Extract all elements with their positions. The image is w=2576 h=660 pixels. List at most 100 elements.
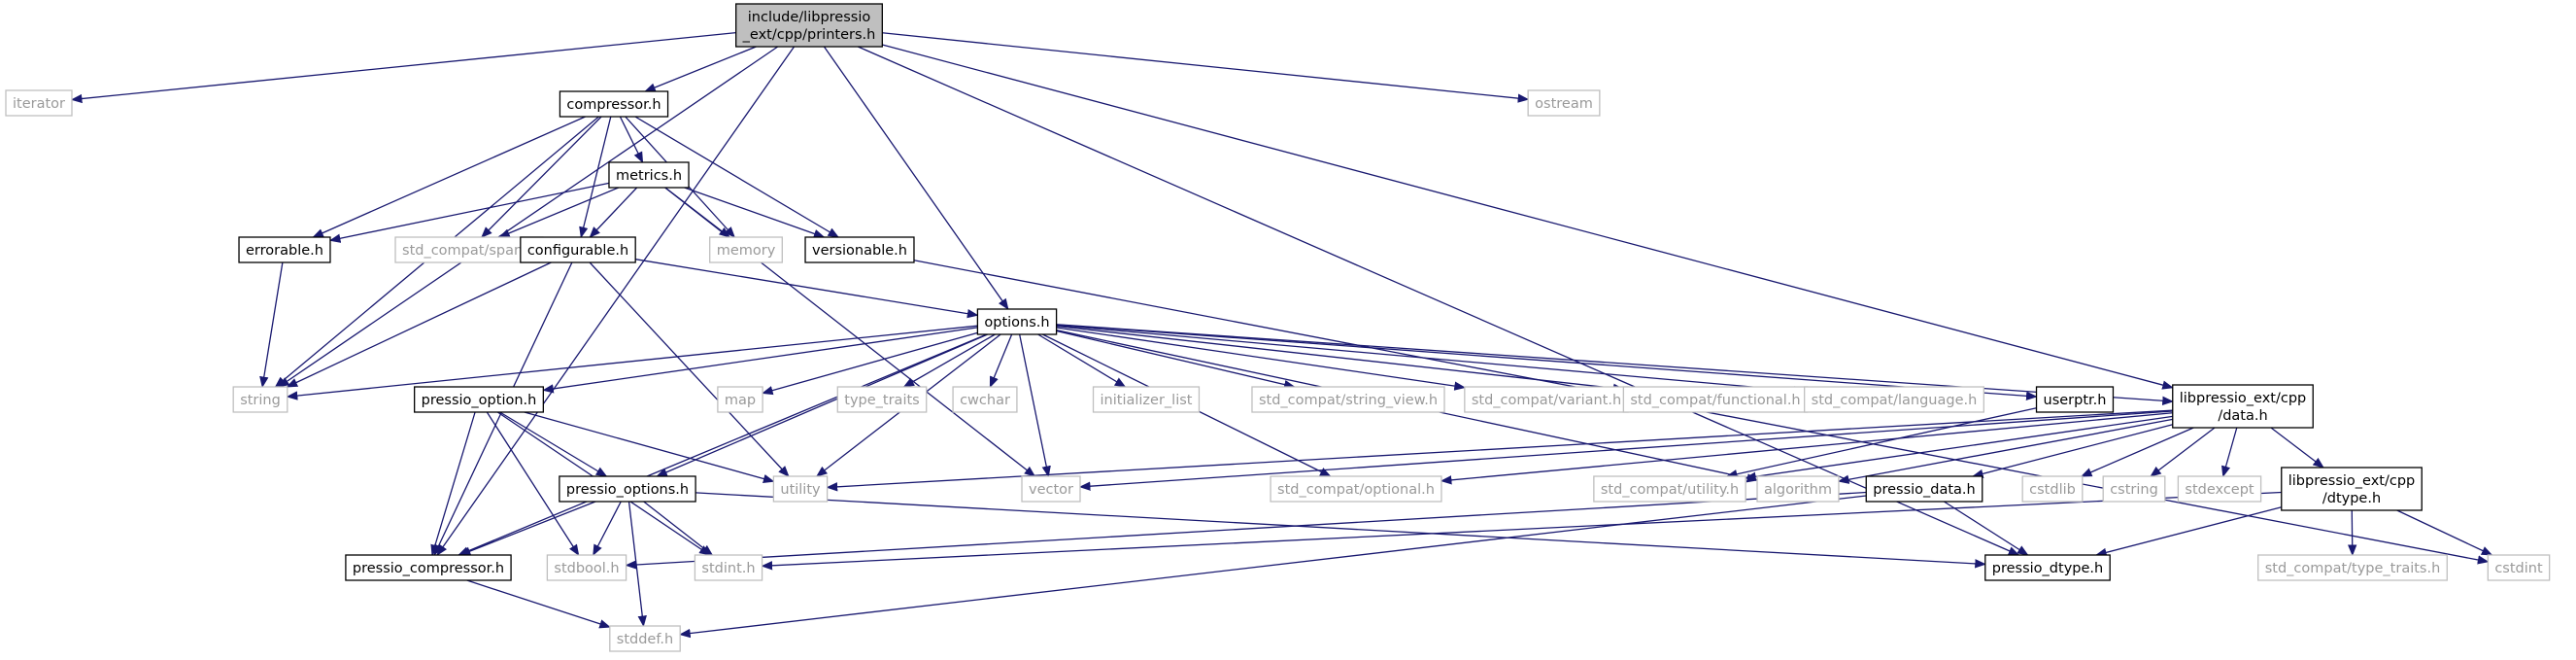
edge-compressor-to-errorable <box>312 116 586 238</box>
edge-options-to-string <box>286 325 978 400</box>
node-pressio-dtype[interactable]: pressio_dtype.h <box>1984 554 2111 581</box>
node-versionable[interactable]: versionable.h <box>804 236 915 263</box>
node-box <box>2257 554 2448 581</box>
edge-printers-to-pressio_compressor <box>436 46 796 556</box>
node-box <box>836 386 928 413</box>
edge-dtype-to-pressio_dtype <box>2095 506 2282 557</box>
node-functional: std_compat/functional.h <box>1622 386 1809 413</box>
edge-pressio_data-to-stdbool <box>625 491 1867 570</box>
edge-pressio_option-to-utility <box>524 411 775 484</box>
edge-printers-to-compressor <box>644 46 757 92</box>
edge-pressio_option-to-pressio_options <box>499 411 608 477</box>
node-utility-h: std_compat/utility.h <box>1593 475 1746 503</box>
node-metrics[interactable]: metrics.h <box>608 161 690 189</box>
edge-compressor-to-metrics <box>619 116 644 164</box>
node-box <box>1865 475 1983 503</box>
node-pressio-data[interactable]: pressio_data.h <box>1865 475 1983 503</box>
edge-options-to-type_traits <box>902 333 996 388</box>
node-label: cstdint <box>2494 561 2543 576</box>
node-box <box>546 554 627 581</box>
node-pressio-compressor[interactable]: pressio_compressor.h <box>345 554 512 581</box>
node-stdexcept: stdexcept <box>2177 475 2262 503</box>
edge-data-to-algorithm <box>1837 418 2173 484</box>
edge-dtype-to-stdint <box>761 491 2282 571</box>
node-label: pressio_compressor.h <box>353 561 504 576</box>
node-label: /data.h <box>2218 408 2267 424</box>
node-box <box>609 625 681 652</box>
edge-pressio_options-to-pressio_dtype <box>695 492 1986 569</box>
edge-printers-to-data <box>882 44 2174 390</box>
node-box <box>2021 475 2084 503</box>
edge-options-to-cwchar <box>989 333 1013 389</box>
node-label: versionable.h <box>812 243 907 259</box>
node-label: string <box>240 393 281 408</box>
node-cstdlib: cstdlib <box>2021 475 2084 503</box>
node-label: libpressio_ext/cpp <box>2288 473 2416 489</box>
edge-options-to-vector <box>1019 333 1051 478</box>
node-compressor[interactable]: compressor.h <box>559 90 669 118</box>
node-label: std_compat/utility.h <box>1601 482 1739 498</box>
node-span: std_compat/span.h <box>394 236 544 263</box>
node-dtype[interactable]: libpressio_ext/cpp/dtype.h <box>2281 467 2423 511</box>
node-type-traits-h: std_compat/type_traits.h <box>2257 554 2448 581</box>
node-label: memory <box>717 243 776 259</box>
node-configurable[interactable]: configurable.h <box>520 236 636 263</box>
edge-compressor-to-configurable <box>579 116 612 239</box>
node-box <box>717 386 763 413</box>
node-data[interactable]: libpressio_ext/cpp/data.h <box>2172 384 2314 429</box>
node-box <box>2102 475 2166 503</box>
node-userptr[interactable]: userptr.h <box>2035 386 2115 413</box>
edge-printers-to-pressio_dtype <box>858 46 2020 556</box>
node-box <box>1270 475 1442 503</box>
node-errorable[interactable]: errorable.h <box>238 236 331 263</box>
node-label: pressio_dtype.h <box>1992 561 2103 576</box>
node-label: cwchar <box>960 393 1010 408</box>
edge-metrics-to-configurable <box>589 187 638 238</box>
edge-printers-to-iterator <box>70 31 736 104</box>
node-box <box>1251 386 1445 413</box>
node-label: std_compat/optional.h <box>1277 482 1435 498</box>
node-label: utility <box>780 482 821 498</box>
node-box <box>559 90 669 118</box>
node-label: userptr.h <box>2044 393 2107 408</box>
node-utility: utility <box>772 475 829 503</box>
node-box <box>1984 554 2111 581</box>
node-cstdint: cstdint <box>2487 554 2551 581</box>
edge-options-to-language <box>1056 324 1806 396</box>
node-stdbool: stdbool.h <box>546 554 627 581</box>
node-initializer-list: initializer_list <box>1092 386 1201 413</box>
edge-pressio_compressor-to-stddef <box>466 579 611 629</box>
edge-metrics-to-span <box>498 187 620 238</box>
edge-pressio_data-to-pressio_dtype <box>1944 501 2029 556</box>
node-box <box>414 386 544 413</box>
edge-dtype-to-type_traits_h <box>2348 509 2357 557</box>
edge-options-to-pressio_options <box>656 333 988 477</box>
node-box <box>735 3 883 48</box>
edge-printers-to-options <box>823 46 1009 310</box>
node-box <box>559 475 696 503</box>
node-options[interactable]: options.h <box>976 308 1058 335</box>
node-cstring: cstring <box>2102 475 2166 503</box>
node-box <box>804 236 915 263</box>
node-type-traits: type_traits <box>836 386 928 413</box>
edge-data-to-utility_h <box>1744 415 2173 481</box>
node-label: type_traits <box>844 393 919 408</box>
node-label: vector <box>1029 482 1073 498</box>
node-pressio-option[interactable]: pressio_option.h <box>414 386 544 413</box>
node-box <box>2177 475 2262 503</box>
node-label: std_compat/span.h <box>402 243 536 259</box>
node-box <box>694 554 763 581</box>
node-stdint: stdint.h <box>694 554 763 581</box>
node-label: algorithm <box>1764 482 1832 498</box>
node-pressio-options[interactable]: pressio_options.h <box>559 475 696 503</box>
edge-printers-to-ostream <box>882 32 1530 103</box>
edge-options-to-userptr <box>1056 324 2038 400</box>
node-iterator: iterator <box>5 89 73 117</box>
edge-dtype-to-cstdint <box>2396 509 2493 556</box>
edge-pressio_option-to-stdbool <box>486 411 580 556</box>
edge-userptr-to-utility_h <box>1725 407 2037 479</box>
node-box <box>232 386 288 413</box>
edge-configurable-to-string <box>286 261 552 388</box>
node-label: std_compat/string_view.h <box>1259 393 1438 408</box>
